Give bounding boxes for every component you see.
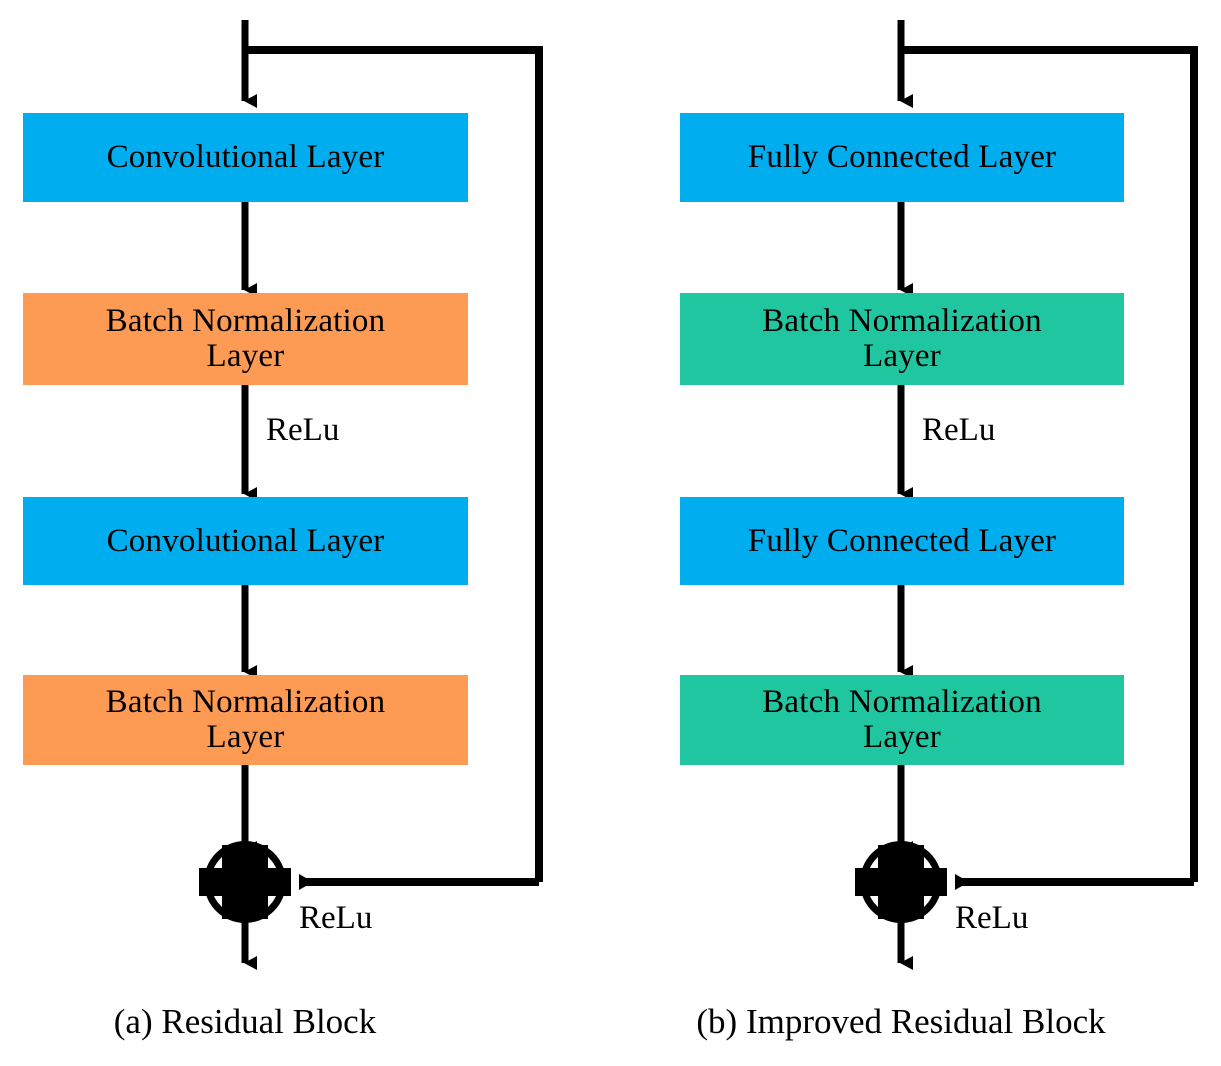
sum-node-a [199, 841, 291, 923]
edge-label-relu-mid-b: ReLu [922, 412, 996, 448]
edge-label-relu-output-a: ReLu [299, 900, 373, 936]
block-batch-norm-1-b[interactable]: Batch Normalization Layer [680, 293, 1124, 385]
caption-panel-a: (a) Residual Block [113, 1002, 377, 1041]
edge-label-relu-output-b: ReLu [955, 900, 1029, 936]
block-fc-layer-2-b[interactable]: Fully Connected Layer [680, 497, 1124, 585]
block-batch-norm-2-a[interactable]: Batch Normalization Layer [23, 675, 468, 765]
block-batch-norm-1-a[interactable]: Batch Normalization Layer [23, 293, 468, 385]
caption-panel-b: (b) Improved Residual Block [696, 1002, 1106, 1041]
block-conv-layer-1-a[interactable]: Convolutional Layer [23, 113, 468, 202]
block-batch-norm-2-b[interactable]: Batch Normalization Layer [680, 675, 1124, 765]
block-fc-layer-1-b[interactable]: Fully Connected Layer [680, 113, 1124, 202]
edge-label-relu-mid-a: ReLu [266, 412, 340, 448]
sum-node-b [855, 841, 947, 923]
block-conv-layer-2-a[interactable]: Convolutional Layer [23, 497, 468, 585]
